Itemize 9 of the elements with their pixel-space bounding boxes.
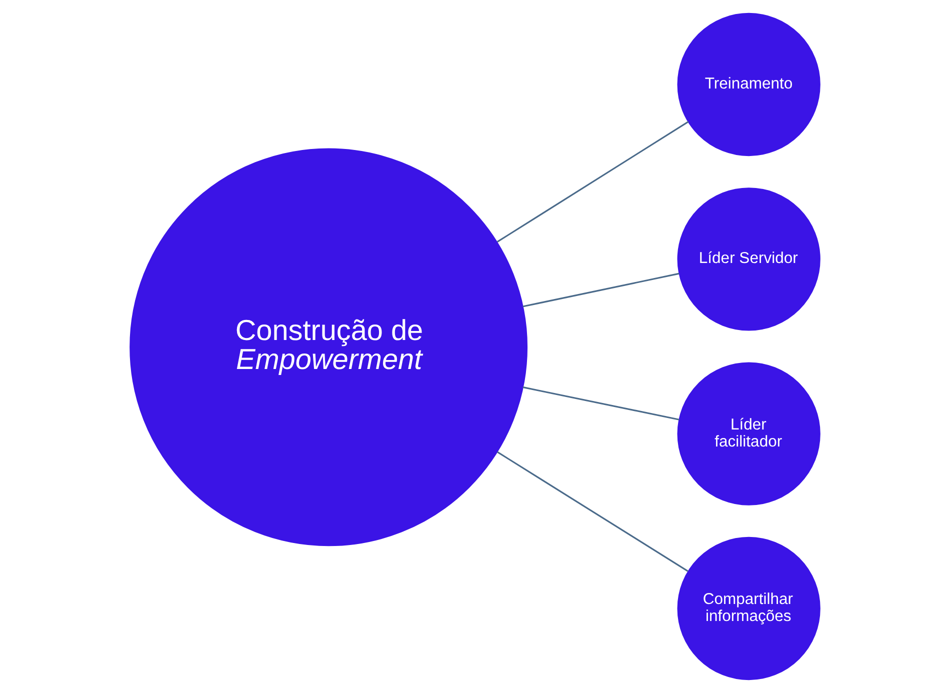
connector: [522, 272, 680, 308]
node-circle: Construção de Empowerment: [130, 148, 528, 546]
connector: [496, 451, 688, 572]
node-circle: Líder facilitador: [677, 362, 820, 506]
node-circle: Treinamento: [677, 12, 820, 156]
connector: [522, 386, 680, 420]
node-circle: Líder Servidor: [677, 188, 820, 331]
connector: [496, 121, 689, 242]
node-circle: Compartilhar informações: [677, 536, 820, 680]
